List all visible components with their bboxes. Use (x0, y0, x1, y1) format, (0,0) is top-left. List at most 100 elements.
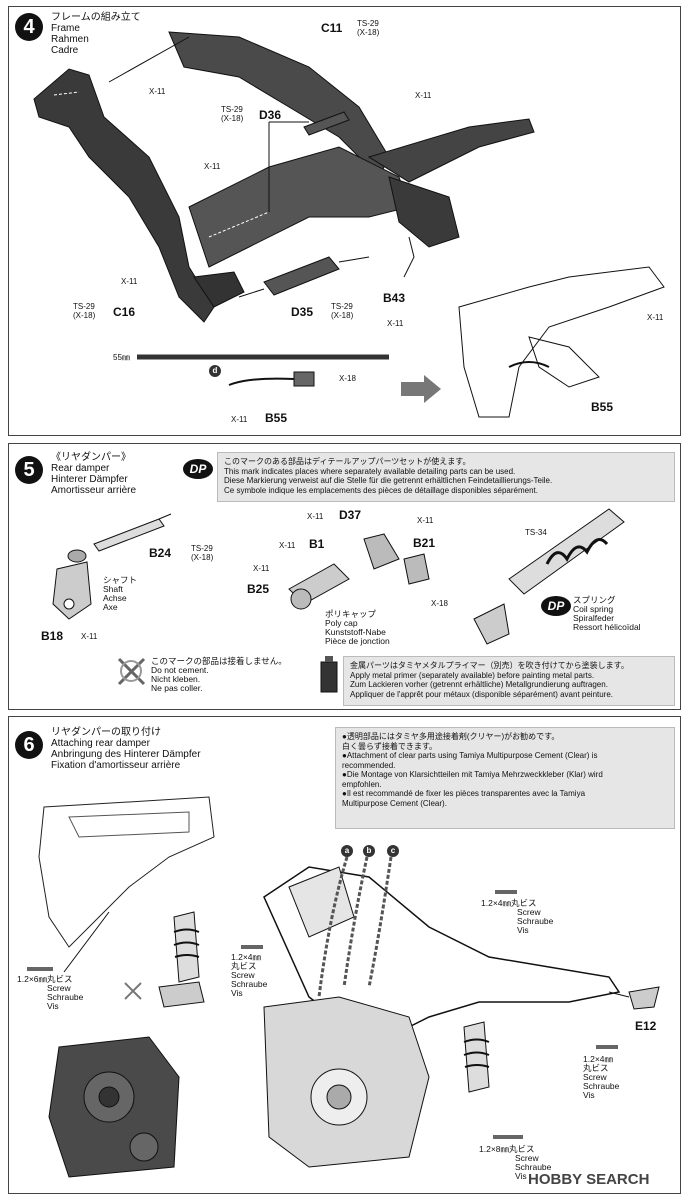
shaft-label: シャフト Shaft Achse Axe (103, 576, 137, 612)
screw-4c-size: 1.2×4㎜ (583, 1054, 614, 1064)
spring-fr: Ressort hélicoïdal (573, 622, 641, 632)
tag-d: d (209, 365, 221, 377)
paint-c16-2: (X-18) (73, 311, 96, 320)
part-b55-detail-label: B55 (591, 400, 614, 414)
screw-8mm-label: 1.2×8㎜丸ビス Screw Schraube Vis (479, 1145, 551, 1181)
screw-4a-en: Screw (231, 970, 255, 980)
screw-4b-en: Screw (517, 907, 541, 917)
step-title: 《リヤダンパー》 Rear damper Hinterer Dämpfer Am… (51, 452, 136, 496)
part-c16-label: C16 (113, 305, 136, 319)
title-fr: Amortisseur arrière (51, 485, 137, 496)
cement-note-2: ●Attachment of clear parts using Tamiya … (342, 751, 598, 760)
paint-c16: TS-29 (73, 302, 95, 311)
nocement-de: Nicht kleben. (151, 674, 201, 684)
cement-note-3: recommended. (342, 760, 396, 770)
part-b21-label: B21 (413, 536, 436, 550)
cement-note-0: ●透明部品にはタミヤ多用途接着剤(クリヤー)がお勧めです。 (342, 732, 560, 741)
step-6-panel: 6 リヤダンパーの取り付け Attaching rear damper Anbr… (8, 716, 681, 1194)
step-number: 5 (15, 456, 43, 484)
screw-6mm-en: Screw (47, 983, 71, 993)
paint-ts34: TS-34 (525, 528, 547, 537)
nocement-jp: このマークの部品は接着しません。 (151, 656, 287, 666)
paint-c11: TS-29 (357, 19, 379, 28)
metal-primer-fr: Appliquer de l'apprêt pour métaux (dispo… (350, 689, 614, 699)
paint-d36-2: (X-18) (221, 114, 244, 123)
paint-x11-e: X-11 (647, 313, 664, 322)
paint-x11-c: X-11 (204, 162, 221, 171)
cement-note-5: empfohlen. (342, 779, 382, 789)
title-en: Rear damper (51, 463, 110, 474)
screw-8mm-de: Schraube (515, 1162, 552, 1172)
paint-x11-b: X-11 (415, 91, 432, 100)
title-jp: フレームの組み立て (51, 12, 141, 23)
paint-d37: X-11 (307, 512, 324, 521)
paint-b25: X-11 (253, 564, 270, 573)
paint-x11-a: X-11 (149, 87, 166, 96)
paint-b21: X-11 (417, 516, 434, 525)
screw-8mm-fr: Vis (515, 1171, 527, 1181)
paint-b43: X-11 (387, 319, 404, 328)
dp-mark-icon: DP (183, 459, 213, 479)
part-e12-label: E12 (635, 1019, 657, 1033)
title-en: Frame (51, 23, 80, 34)
polycap-de: Kunststoff-Nabe (325, 627, 386, 637)
dp-note: このマークのある部品はディテールアップパーツセットが使えます。 This mar… (217, 452, 675, 502)
screw-4b-fr: Vis (517, 925, 529, 935)
title-de: Rahmen (51, 34, 89, 45)
polycap-fr: Pièce de jonction (325, 636, 390, 646)
nocement-en: Do not cement. (151, 665, 209, 675)
paint-x11-d: X-11 (121, 277, 138, 286)
title-jp: リヤダンパーの取り付け (51, 727, 161, 738)
paint-b55: X-11 (231, 415, 248, 424)
screw-6mm-de: Schraube (47, 992, 84, 1002)
part-c11-label: C11 (321, 21, 343, 35)
tag-b: b (363, 845, 375, 857)
paint-b24-2: (X-18) (191, 553, 214, 562)
screw-6mm-label: 1.2×6㎜丸ビス Screw Schraube Vis (17, 975, 83, 1011)
screw-4c-jp: 丸ビス (583, 1063, 609, 1073)
metal-primer-jp: 金属パーツはタミヤメタルプライマー（別売）を吹き付けてから塗装します。 (350, 661, 629, 670)
polycap-en: Poly cap (325, 618, 358, 628)
dp-mark-icon-spring: DP (541, 596, 571, 616)
screw-4b-de: Schraube (517, 916, 554, 926)
paint-d35: TS-29 (331, 302, 353, 311)
spring-jp: スプリング (573, 595, 616, 605)
dp-note-jp: このマークのある部品はディテールアップパーツセットが使えます。 (224, 457, 471, 466)
tag-a: a (341, 845, 353, 857)
step-5-panel: 5 《リヤダンパー》 Rear damper Hinterer Dämpfer … (8, 443, 681, 710)
part-b55-label: B55 (265, 411, 288, 425)
metal-primer-note: 金属パーツはタミヤメタルプライマー（別売）を吹き付けてから塗装します。 Appl… (343, 656, 675, 706)
attach-damper-illustration (27, 796, 660, 1178)
frame-illustration (33, 31, 665, 418)
part-b1-label: B1 (309, 537, 325, 551)
screw-4a-de: Schraube (231, 979, 268, 989)
screw-4c-fr: Vis (583, 1090, 595, 1100)
polycap-label: ポリキャップ Poly cap Kunststoff-Nabe Pièce de… (325, 610, 390, 646)
cement-note-4: ●Die Montage von Klarsichtteilen mit Tam… (342, 770, 603, 779)
part-d37-label: D37 (339, 508, 362, 522)
paint-b24: TS-29 (191, 544, 213, 553)
screw-4c-de: Schraube (583, 1081, 620, 1091)
dp-note-en: This mark indicates places where separat… (224, 466, 516, 476)
metal-primer-en: Apply metal primer (separately available… (350, 670, 595, 680)
dp-note-de: Diese Markierung verweist auf die Stelle… (224, 476, 553, 485)
dp-note-fr: Ce symbole indique les emplacements des … (224, 485, 538, 495)
screw-4mm-b-label: 1.2×4㎜丸ビス Screw Schraube Vis (481, 899, 553, 935)
step-number: 6 (15, 731, 43, 759)
shaft-jp: シャフト (103, 575, 138, 585)
screw-4mm-a-label: 1.2×4㎜ 丸ビス Screw Schraube Vis (231, 953, 267, 998)
title-jp: 《リヤダンパー》 (51, 452, 131, 463)
part-d35-label: D35 (291, 305, 314, 319)
spring-label: スプリング Coil spring Spiralfeder Ressort hé… (573, 596, 641, 632)
step-title: リヤダンパーの取り付け Attaching rear damper Anbrin… (51, 727, 201, 771)
shaft-de: Achse (103, 593, 127, 603)
watermark-logo: HOBBY SEARCH (528, 1171, 650, 1188)
screw-4a-jp: 丸ビス (231, 961, 257, 971)
part-d36-label: D36 (259, 108, 282, 122)
metal-primer-de: Zum Lackieren vorher (getrennt erhältlic… (350, 680, 608, 689)
paint-d35-2: (X-18) (331, 311, 354, 320)
step-title: フレームの組み立て Frame Rahmen Cadre (51, 12, 141, 56)
title-fr: Cadre (51, 45, 79, 56)
cement-note-7: Multipurpose Cement (Clear). (342, 798, 447, 808)
polycap-jp: ポリキャップ (325, 609, 377, 619)
